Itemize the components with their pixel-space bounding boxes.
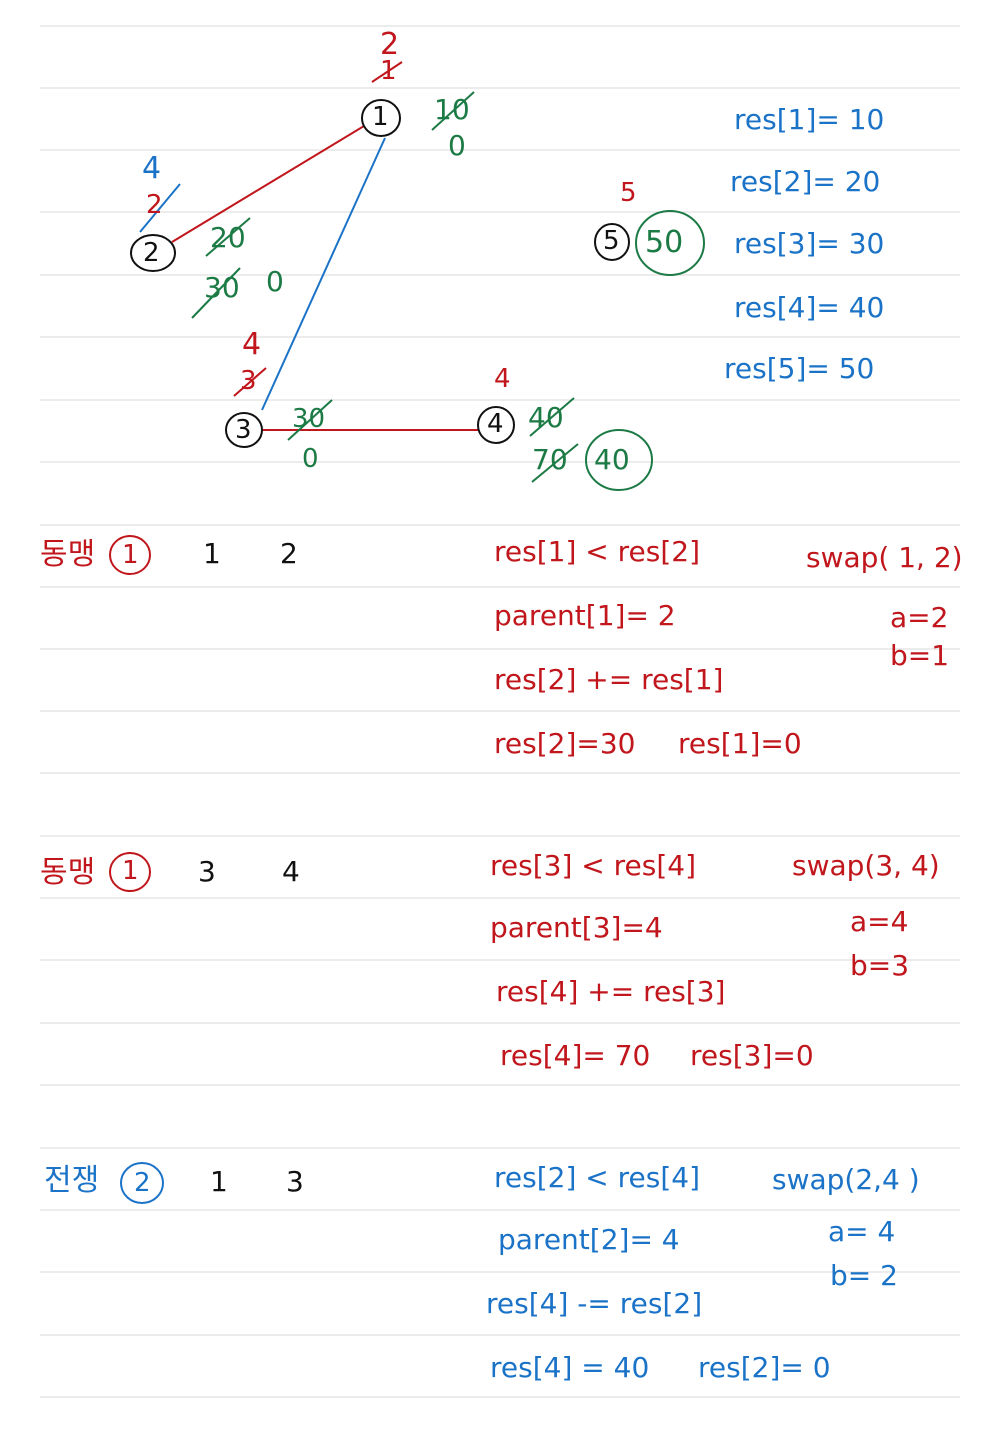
section3-line-5: res[2]= 0: [698, 1351, 831, 1384]
n2-rank-new: 4: [142, 151, 162, 186]
n1-rank-old: 1: [380, 56, 397, 86]
section2-line-1: res[3] < res[4]: [490, 849, 697, 882]
node-4-result-circle: [585, 429, 653, 491]
node-4-label: 4: [487, 409, 504, 439]
n2-value-2: 30: [204, 271, 240, 304]
n4-value-1: 40: [528, 401, 564, 434]
section3-type-circle: [120, 1162, 164, 1204]
section3-type: 2: [134, 1168, 151, 1198]
strike-n2-v1: [205, 217, 251, 257]
section2-var-b: b=3: [850, 949, 910, 982]
n1-value-old: 10: [434, 93, 470, 126]
section1-a: 1: [203, 537, 221, 570]
res-line-5: res[5]= 50: [724, 352, 875, 385]
section1-b: 2: [280, 537, 298, 570]
node-3-label: 3: [235, 415, 252, 445]
section2-type: 1: [122, 856, 139, 886]
strike-n4-v2: [531, 443, 579, 483]
section1-type-circle: [109, 535, 151, 575]
section1-line-4: res[2]=30: [494, 727, 636, 760]
section3-var-a: a= 4: [828, 1215, 896, 1248]
node-4-circle: [477, 406, 515, 444]
section3-line-4: res[4] = 40: [490, 1351, 650, 1384]
edge-1-3: [261, 137, 386, 411]
n1-rank-new: 2: [380, 27, 400, 62]
strike-n2-v2: [191, 267, 241, 319]
strike-n3-rank: [233, 367, 267, 397]
n1-value-new: 0: [448, 129, 466, 162]
n3-rank-new: 4: [242, 327, 262, 362]
res-line-2: res[2]= 20: [730, 165, 881, 198]
section2-type-circle: [109, 852, 151, 892]
node-5-circle: [594, 223, 630, 261]
ruled-lines: [40, 25, 960, 1398]
node-3-circle: [225, 412, 263, 448]
section2-var-a: a=4: [850, 905, 909, 938]
section3-b: 3: [286, 1165, 304, 1198]
node-5-result-circle: [635, 210, 705, 276]
n4-rank: 4: [494, 364, 511, 394]
strike-n2-rank: [139, 183, 181, 233]
section2-swap: swap(3, 4): [792, 849, 940, 882]
section2-b: 4: [282, 855, 300, 888]
strike-n3-value: [287, 399, 333, 441]
n2-value-1: 20: [210, 221, 246, 254]
strike-n1-rank: [371, 61, 403, 83]
section2-line-4: res[4]= 70: [500, 1039, 651, 1072]
section2-line-2: parent[3]=4: [490, 911, 663, 944]
edge-1-2: [171, 125, 365, 243]
section3-swap: swap(2,4 ): [772, 1163, 920, 1196]
node-5-label: 5: [603, 226, 620, 256]
section1-line-1: res[1] < res[2]: [494, 535, 701, 568]
section2-label: 동맹: [40, 855, 96, 890]
section1-swap: swap( 1, 2): [806, 541, 963, 574]
n3-rank-old: 3: [240, 366, 257, 396]
n4-value-2: 70: [532, 443, 568, 476]
node-2-label: 2: [143, 238, 160, 268]
section1-label: 동맹: [40, 537, 96, 572]
section3-line-3: res[4] -= res[2]: [486, 1287, 703, 1320]
section3-a: 1: [210, 1165, 228, 1198]
section3-var-b: b= 2: [830, 1259, 898, 1292]
section2-a: 3: [198, 855, 216, 888]
n2-rank-old: 2: [146, 190, 163, 220]
section1-var-b: b=1: [890, 639, 950, 672]
node-1-label: 1: [372, 102, 389, 132]
n3-value-old: 30: [292, 404, 326, 434]
node-1-circle: [361, 99, 401, 137]
section2-line-3: res[4] += res[3]: [496, 975, 726, 1008]
n5-value-final: 50: [645, 225, 684, 260]
strike-n4-v1: [529, 397, 575, 437]
res-line-1: res[1]= 10: [734, 103, 885, 136]
section1-line-2: parent[1]= 2: [494, 599, 676, 632]
n5-rank: 5: [620, 178, 637, 208]
n3-value-new: 0: [302, 444, 319, 474]
section1-line-5: res[1]=0: [678, 727, 802, 760]
n4-value-final: 40: [594, 443, 630, 476]
section1-line-3: res[2] += res[1]: [494, 663, 724, 696]
n2-value-new: 0: [266, 265, 284, 298]
res-line-4: res[4]= 40: [734, 291, 885, 324]
section1-type: 1: [122, 540, 139, 570]
section2-line-5: res[3]=0: [690, 1039, 814, 1072]
section3-label: 전쟁: [44, 1163, 100, 1198]
strike-n1-value: [431, 91, 475, 131]
section1-var-a: a=2: [890, 601, 949, 634]
node-2-circle: [130, 234, 176, 272]
section3-line-1: res[2] < res[4]: [494, 1161, 701, 1194]
res-line-3: res[3]= 30: [734, 227, 885, 260]
section3-line-2: parent[2]= 4: [498, 1223, 680, 1256]
